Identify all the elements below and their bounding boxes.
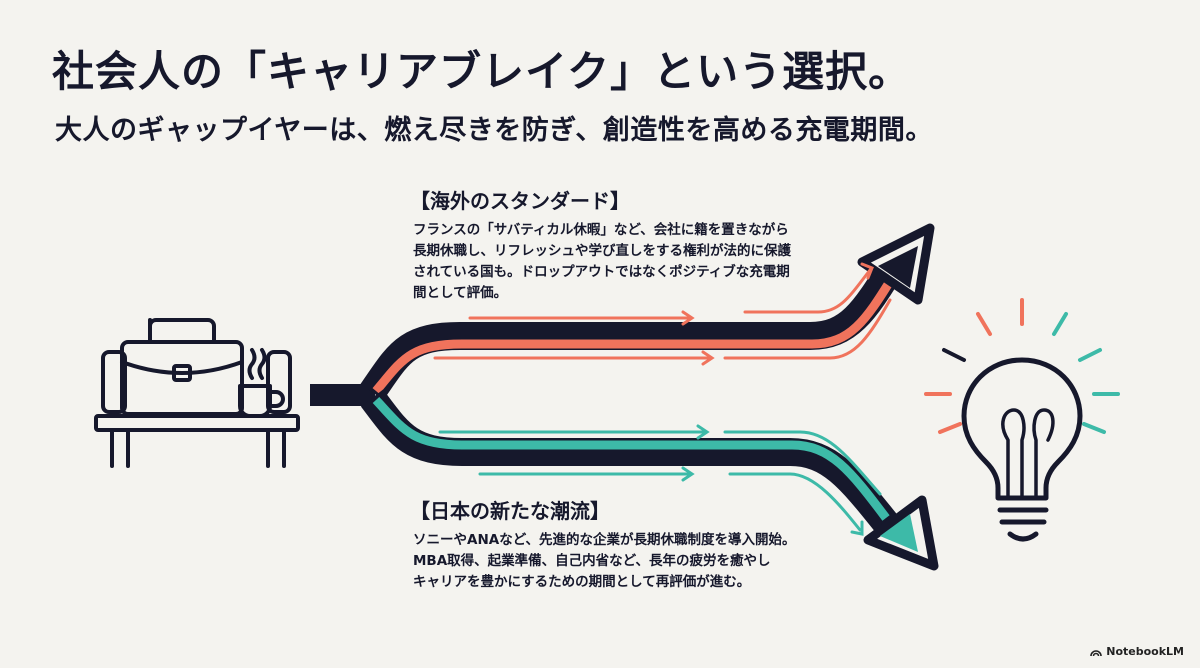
overseas-line: 間として評価。 [413,285,508,301]
brand-name: NotebookLM [1106,645,1184,658]
page-subtitle: 大人のギャップイヤーは、燃え尽きを防ぎ、創造性を高める充電期間。 [55,115,933,146]
japan-line: キャリアを豊かにするための期間として再評価が進む。 [413,574,751,590]
lightbulb-rays [924,298,1120,434]
japan-line: MBA取得、起業準備、自己内省など、長年の疲労を癒やし [413,553,771,569]
japan-line: ソニーやANAなど、先進的な企業が長期休職制度を導入開始。 [413,532,796,548]
overseas-line: フランスの「サバティカル休暇」など、会社に籍を置きながら [413,222,789,238]
coffee-cup-icon [238,348,285,418]
overseas-description: フランスの「サバティカル休暇」など、会社に籍を置きながら 長期休職し、リフレッシ… [413,220,791,304]
downward-arrow-path [360,389,939,571]
upward-arrow-path [360,223,935,401]
brand-watermark: NotebookLM [1090,645,1184,658]
overseas-line: 長期休職し、リフレッシュや学び直しをする権利が法的に保護 [413,243,791,259]
upper-motion-lines [433,262,892,366]
japan-heading: 【日本の新たな潮流】 [410,499,610,523]
notebooklm-logo-icon [1090,649,1103,656]
page-title: 社会人の「キャリアブレイク」という選択。 [52,47,912,96]
overseas-heading: 【海外のスタンダード】 [410,189,630,213]
japan-description: ソニーやANAなど、先進的な企業が長期休職制度を導入開始。 MBA取得、起業準備… [413,530,796,593]
lightbulb-icon [961,357,1083,542]
briefcase-icon [120,318,244,416]
overseas-line: されている国も。ドロップアウトではなくポジティブな充電期 [413,264,790,280]
lower-motion-lines [438,424,882,536]
